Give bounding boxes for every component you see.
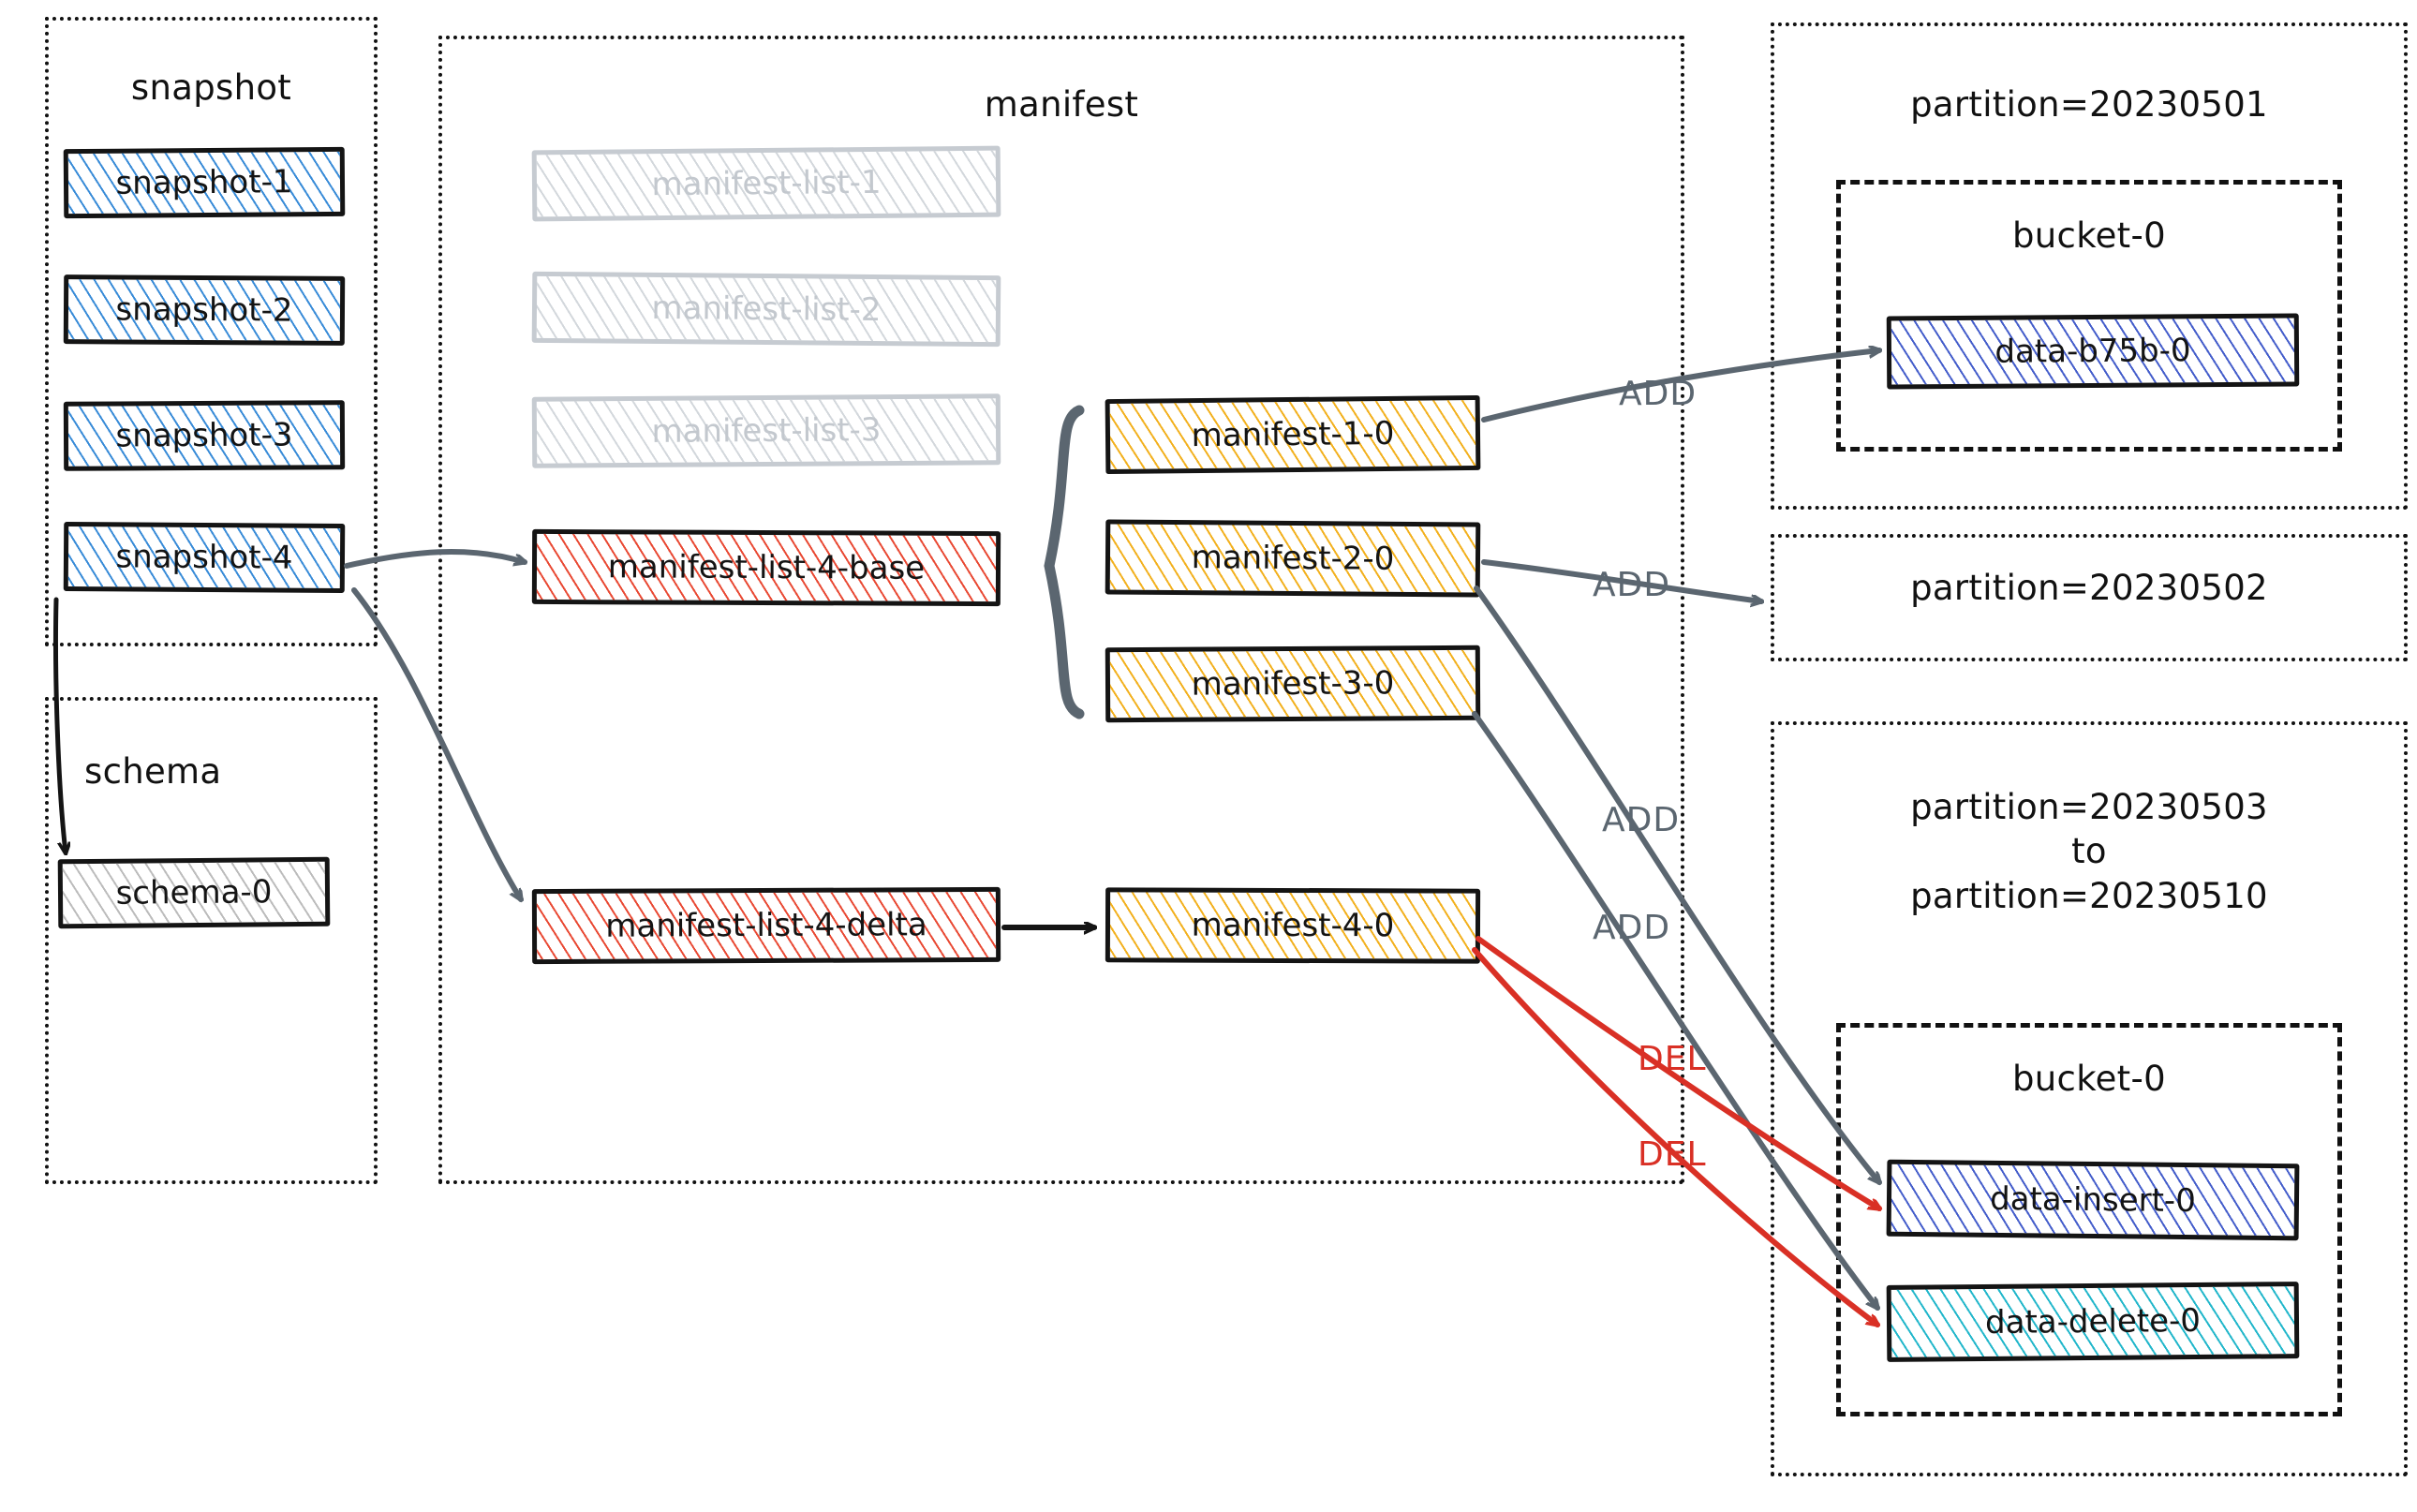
node-label: data-insert-0 [1989, 1179, 2197, 1221]
node-label: manifest-1-0 [1191, 414, 1395, 455]
node-manifest-list-2[interactable]: manifest-list-2 [531, 271, 1001, 348]
node-snapshot-2[interactable]: snapshot-2 [63, 274, 346, 346]
node-schema-0[interactable]: schema-0 [57, 856, 331, 929]
node-label: manifest-list-1 [651, 163, 882, 204]
node-label: snapshot-2 [115, 290, 293, 330]
edge-label-add-3: ADD [1602, 801, 1681, 839]
node-label: snapshot-4 [115, 538, 293, 577]
panel-title-bucket-0-bottom: bucket-0 [2012, 1059, 2166, 1099]
edge-label-del-1: DEL [1638, 1040, 1707, 1078]
node-data-b75b-0[interactable]: data-b75b-0 [1886, 313, 2300, 390]
edge-label-add-4: ADD [1593, 909, 1671, 947]
edge-label-del-2: DEL [1638, 1135, 1707, 1174]
panel-title-snapshot: snapshot [130, 67, 292, 108]
node-data-insert-0[interactable]: data-insert-0 [1886, 1159, 2300, 1241]
node-label: data-delete-0 [1984, 1301, 2202, 1342]
node-manifest-list-4-delta[interactable]: manifest-list-4-delta [531, 886, 1001, 965]
panel-snapshot [45, 17, 378, 646]
panel-schema [45, 697, 378, 1184]
panel-partition-20230501 [1771, 22, 2408, 510]
node-snapshot-4[interactable]: snapshot-4 [63, 521, 346, 594]
edge-label-add-1: ADD [1619, 375, 1698, 413]
edge-label-add-2: ADD [1593, 566, 1671, 604]
node-label: manifest-list-4-base [607, 548, 926, 587]
node-label: manifest-list-3 [651, 411, 882, 451]
node-manifest-3-0[interactable]: manifest-3-0 [1105, 645, 1481, 723]
node-manifest-list-3[interactable]: manifest-list-3 [531, 393, 1001, 468]
node-manifest-4-0[interactable]: manifest-4-0 [1105, 887, 1481, 964]
node-label: schema-0 [115, 873, 273, 912]
node-label: data-b75b-0 [1994, 332, 2191, 371]
node-label: manifest-list-4-delta [605, 906, 927, 945]
panel-bucket-0-top [1836, 180, 2342, 452]
node-snapshot-3[interactable]: snapshot-3 [63, 400, 346, 471]
node-manifest-list-4-base[interactable]: manifest-list-4-base [531, 528, 1001, 607]
panel-title-partition-20230502: partition=20230502 [1910, 568, 2268, 608]
node-snapshot-1[interactable]: snapshot-1 [63, 146, 346, 219]
node-label: manifest-list-2 [651, 289, 882, 330]
node-manifest-list-1[interactable]: manifest-list-1 [531, 145, 1001, 222]
panel-title-schema: schema [84, 751, 222, 792]
panel-title-partition-20230501: partition=20230501 [1910, 84, 2268, 125]
node-label: manifest-3-0 [1191, 664, 1395, 704]
node-label: manifest-4-0 [1191, 906, 1395, 945]
node-label: snapshot-3 [115, 416, 293, 455]
node-manifest-1-0[interactable]: manifest-1-0 [1105, 394, 1481, 475]
panel-title-bucket-0-top: bucket-0 [2012, 215, 2166, 256]
node-label: snapshot-1 [115, 163, 293, 202]
panel-title-partition-20230503-20230510: partition=20230503 to partition=20230510 [1910, 787, 2268, 916]
node-data-delete-0[interactable]: data-delete-0 [1886, 1282, 2300, 1362]
node-label: manifest-2-0 [1191, 539, 1395, 578]
panel-title-manifest: manifest [984, 84, 1139, 125]
node-manifest-2-0[interactable]: manifest-2-0 [1105, 519, 1481, 598]
